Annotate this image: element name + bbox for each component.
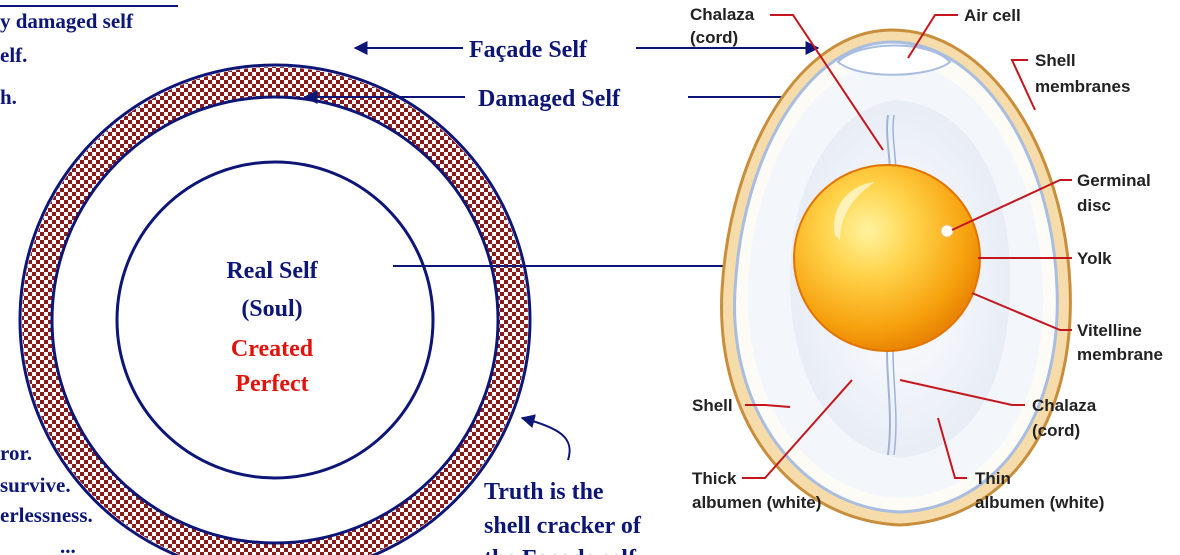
germinal-disc	[941, 225, 953, 237]
truth-curved-arrow	[522, 418, 570, 460]
truth-line-2: shell cracker of	[484, 513, 642, 539]
label-shell: Shell	[692, 396, 733, 415]
damaged-self-label: Damaged Self	[478, 86, 621, 112]
left-bottom-line-2: survive.	[0, 473, 71, 497]
label-chalaza-bottom-1: Chalaza	[1032, 396, 1097, 415]
left-top-line-1: y damaged self	[0, 9, 134, 33]
label-chalaza-top-2: (cord)	[690, 28, 738, 47]
created-label: Created	[231, 336, 314, 362]
label-thin-2: albumen (white)	[975, 493, 1104, 512]
perfect-label: Perfect	[235, 371, 308, 397]
left-bottom-line-3: erlessness.	[0, 503, 93, 527]
label-germinal-1: Germinal	[1077, 171, 1151, 190]
real-self-label: Real Self	[226, 258, 318, 284]
left-top-line-3: h.	[0, 85, 17, 109]
truth-line-1: Truth is the	[484, 479, 604, 505]
label-germinal-2: disc	[1077, 196, 1111, 215]
left-bottom-line-4: ...	[60, 534, 76, 555]
label-shell-membranes-1: Shell	[1035, 51, 1076, 70]
label-air-cell: Air cell	[964, 6, 1021, 25]
label-thick-2: albumen (white)	[692, 493, 821, 512]
label-thick-1: Thick	[692, 469, 737, 488]
egg-diagram: Chalaza (cord) Air cell Shell membranes …	[690, 5, 1163, 525]
label-chalaza-top-1: Chalaza	[690, 5, 755, 24]
soul-label: (Soul)	[241, 296, 302, 322]
left-bottom-line-1: ror.	[0, 441, 32, 465]
left-top-line-2: elf.	[0, 43, 27, 67]
truth-line-3: the Façade self	[484, 546, 637, 555]
yolk	[794, 165, 980, 351]
label-yolk: Yolk	[1077, 249, 1112, 268]
label-vitelline-2: membrane	[1077, 345, 1163, 364]
label-chalaza-bottom-2: (cord)	[1032, 421, 1080, 440]
facade-self-label: Façade Self	[469, 37, 588, 63]
label-thin-1: Thin	[975, 469, 1011, 488]
label-vitelline-1: Vitelline	[1077, 321, 1142, 340]
label-shell-membranes-2: membranes	[1035, 77, 1130, 96]
